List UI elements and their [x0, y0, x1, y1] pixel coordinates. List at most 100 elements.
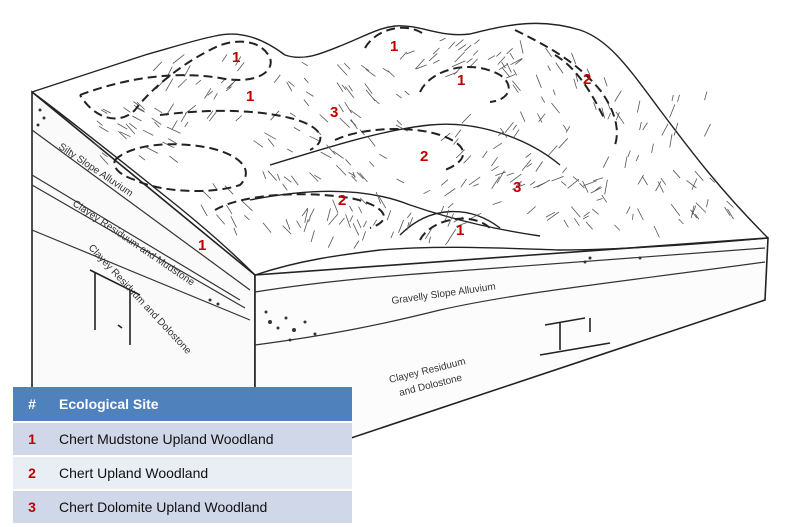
hatch-stroke	[660, 177, 667, 186]
hatch-stroke	[378, 195, 387, 209]
hatch-stroke	[168, 138, 178, 145]
hatch-stroke	[570, 206, 581, 218]
site-label: 2	[583, 71, 591, 88]
hatch-stroke	[208, 111, 217, 122]
hatch-stroke	[123, 107, 131, 113]
hatch-stroke	[512, 124, 517, 131]
hatch-stroke	[504, 121, 514, 134]
hatch-stroke	[285, 219, 291, 230]
hatch-stroke	[673, 122, 679, 136]
hatch-stroke	[455, 149, 465, 159]
hatch-stroke	[537, 113, 543, 123]
hatch-stroke	[200, 204, 208, 217]
hatch-stroke	[516, 180, 522, 186]
hatch-stroke	[491, 176, 500, 189]
hatch-stroke	[593, 102, 597, 110]
hatch-stroke	[154, 107, 163, 114]
hatch-stroke	[253, 140, 264, 148]
hatch-stroke	[642, 122, 648, 131]
hatch-stroke	[409, 217, 414, 226]
hatch-stroke	[277, 173, 281, 181]
hatch-stroke	[509, 173, 522, 183]
hatch-stroke	[102, 108, 111, 114]
hatch-stroke	[327, 236, 334, 248]
hatch-stroke	[201, 190, 212, 200]
hatch-stroke	[456, 222, 467, 227]
hatch-stroke	[582, 180, 589, 193]
hatch-stroke	[627, 150, 631, 158]
hatch-stroke	[526, 206, 536, 215]
hatch-stroke	[482, 150, 488, 159]
hatch-stroke	[195, 79, 202, 85]
hatch-stroke	[653, 225, 660, 238]
site-label: 2	[338, 192, 346, 209]
hatch-stroke	[338, 217, 345, 225]
hillside-hatching	[94, 37, 734, 249]
hatch-stroke	[590, 187, 602, 194]
hatch-stroke	[349, 109, 362, 119]
hatch-stroke	[100, 109, 108, 114]
hatch-stroke	[607, 112, 611, 120]
hatch-stroke	[396, 120, 403, 126]
hatch-stroke	[136, 101, 145, 110]
hatch-stroke	[404, 90, 410, 96]
site-label: 1	[232, 49, 240, 66]
hatch-stroke	[538, 113, 546, 122]
hatch-stroke	[454, 51, 465, 63]
hatch-stroke	[288, 80, 295, 87]
hatch-stroke	[506, 172, 515, 176]
hatch-stroke	[353, 240, 360, 249]
left-face-layers	[31, 129, 251, 321]
hatch-stroke	[545, 211, 556, 218]
hatch-stroke	[536, 179, 551, 188]
hatch-stroke	[678, 218, 684, 225]
hatch-stroke	[154, 121, 160, 128]
hatch-stroke	[694, 170, 704, 181]
hatch-stroke	[669, 104, 676, 118]
hatch-stroke	[406, 212, 412, 219]
hatch-stroke	[282, 183, 288, 191]
hatch-stroke	[515, 58, 523, 65]
hatch-stroke	[472, 50, 479, 56]
hatch-stroke	[562, 167, 568, 174]
hatch-stroke	[512, 183, 526, 190]
hatch-stroke	[336, 64, 348, 76]
hatch-stroke	[273, 74, 281, 83]
hatch-stroke	[495, 171, 507, 176]
hatch-stroke	[309, 135, 321, 142]
hatch-stroke	[213, 92, 218, 100]
hatch-stroke	[637, 208, 644, 221]
hatch-stroke	[120, 131, 131, 138]
hatch-stroke	[362, 231, 366, 241]
hatch-stroke	[565, 126, 571, 133]
hatch-stroke	[226, 204, 233, 215]
hatch-stroke	[529, 181, 536, 186]
hatch-stroke	[585, 221, 593, 230]
hatch-stroke	[310, 230, 315, 243]
hatch-stroke	[262, 170, 267, 179]
hatch-stroke	[424, 228, 432, 240]
hatch-stroke	[169, 155, 179, 163]
hatch-stroke	[451, 60, 466, 68]
hatch-stroke	[372, 98, 380, 105]
hatch-stroke	[551, 102, 560, 114]
hatch-stroke	[626, 206, 631, 214]
hatch-stroke	[724, 206, 731, 217]
hatch-stroke	[177, 78, 187, 88]
hatch-stroke	[455, 39, 464, 47]
hatch-stroke	[637, 100, 641, 113]
site-label: 1	[390, 38, 398, 55]
hatch-stroke	[439, 205, 445, 216]
hatch-stroke	[491, 165, 499, 172]
hatch-stroke	[461, 113, 472, 124]
hatch-stroke	[348, 85, 353, 92]
hatch-stroke	[604, 179, 608, 195]
hatch-stroke	[439, 37, 446, 42]
hatch-stroke	[387, 70, 395, 78]
hatch-stroke	[125, 123, 136, 135]
hatch-stroke	[493, 142, 503, 150]
hatch-stroke	[579, 182, 585, 189]
hatch-stroke	[593, 177, 604, 182]
hatch-stroke	[694, 213, 700, 220]
